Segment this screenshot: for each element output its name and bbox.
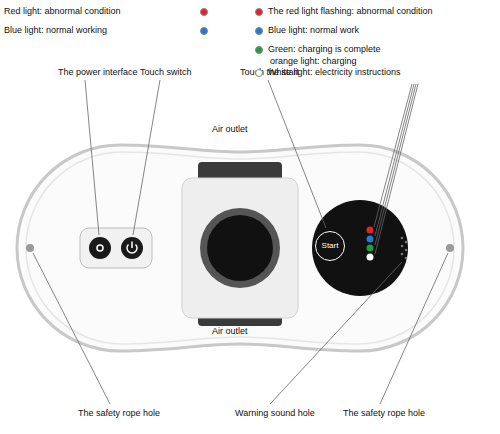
legend-swatch	[255, 46, 263, 54]
callout-label: Air outlet	[212, 326, 248, 337]
legend-swatch	[200, 27, 208, 35]
robot-body	[17, 145, 463, 351]
callout-label: Warning sound hole	[235, 408, 315, 419]
indicator-light	[367, 227, 374, 234]
callout-label: The safety rope hole	[343, 408, 425, 419]
indicator-light	[367, 245, 374, 252]
touch-switch	[121, 237, 143, 259]
button-panel	[80, 228, 152, 268]
legend-swatch	[255, 27, 263, 35]
rope-hole	[446, 244, 454, 252]
legend-swatch	[255, 69, 263, 77]
legend-text: Green: charging is complete	[268, 44, 381, 55]
legend-text: The red light flashing: abnormal conditi…	[268, 6, 433, 17]
leader-lines	[33, 80, 448, 404]
legend-text: Blue light: normal working	[4, 25, 107, 36]
legend-text: Blue light: normal work	[268, 25, 359, 36]
body-rim	[26, 152, 454, 344]
cleaning-pad	[182, 178, 298, 318]
legend-text: Red light: abnormal condition	[4, 6, 121, 17]
sound-holes	[401, 237, 408, 260]
callout-label: The safety rope hole	[78, 408, 160, 419]
suction-hole	[207, 215, 273, 281]
legend-swatch	[255, 8, 263, 16]
callout-label: orange light: charging	[270, 56, 357, 67]
control-disc	[312, 200, 408, 296]
legend-swatch	[200, 8, 208, 16]
power-port	[89, 237, 111, 259]
indicator-light	[367, 254, 374, 261]
power-symbol	[127, 242, 137, 254]
start-button: Start	[315, 231, 345, 261]
indicator-light	[367, 236, 374, 243]
power-port-pin	[97, 245, 103, 251]
button-text: Start	[322, 241, 339, 251]
callout-label: Touch switch	[140, 67, 192, 78]
legend-text: White light: electricity instructions	[268, 67, 401, 78]
suction-ring	[200, 208, 280, 288]
callout-label: Air outlet	[212, 124, 248, 135]
callout-label: The power interface	[58, 67, 138, 78]
rope-hole	[26, 244, 34, 252]
